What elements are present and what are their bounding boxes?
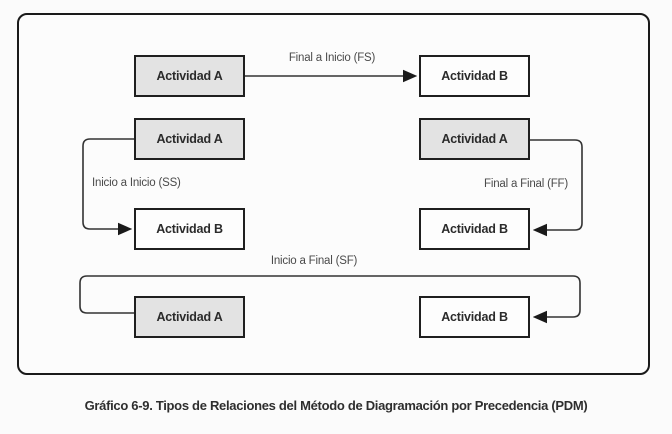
sf-relationship-label: Inicio a Final (SF) [270, 255, 358, 267]
activity-box-ss-a: Actividad A [134, 118, 245, 160]
activity-box-sf-b: Actividad B [419, 296, 530, 338]
activity-box-ss-b: Actividad B [134, 208, 245, 250]
figure-caption: Gráfico 6-9. Tipos de Relaciones del Mét… [84, 398, 588, 413]
activity-box-fs-a: Actividad A [134, 55, 245, 97]
activity-box-fs-b: Actividad B [419, 55, 530, 97]
ff-relationship-label: Final a Final (FF) [484, 178, 568, 190]
ss-relationship-label: Inicio a Inicio (SS) [92, 177, 181, 189]
diagram-frame [17, 13, 650, 375]
activity-box-ff-a: Actividad A [419, 118, 530, 160]
activity-box-sf-a: Actividad A [134, 296, 245, 338]
activity-box-ff-b: Actividad B [419, 208, 530, 250]
fs-relationship-label: Final a Inicio (FS) [288, 52, 376, 64]
